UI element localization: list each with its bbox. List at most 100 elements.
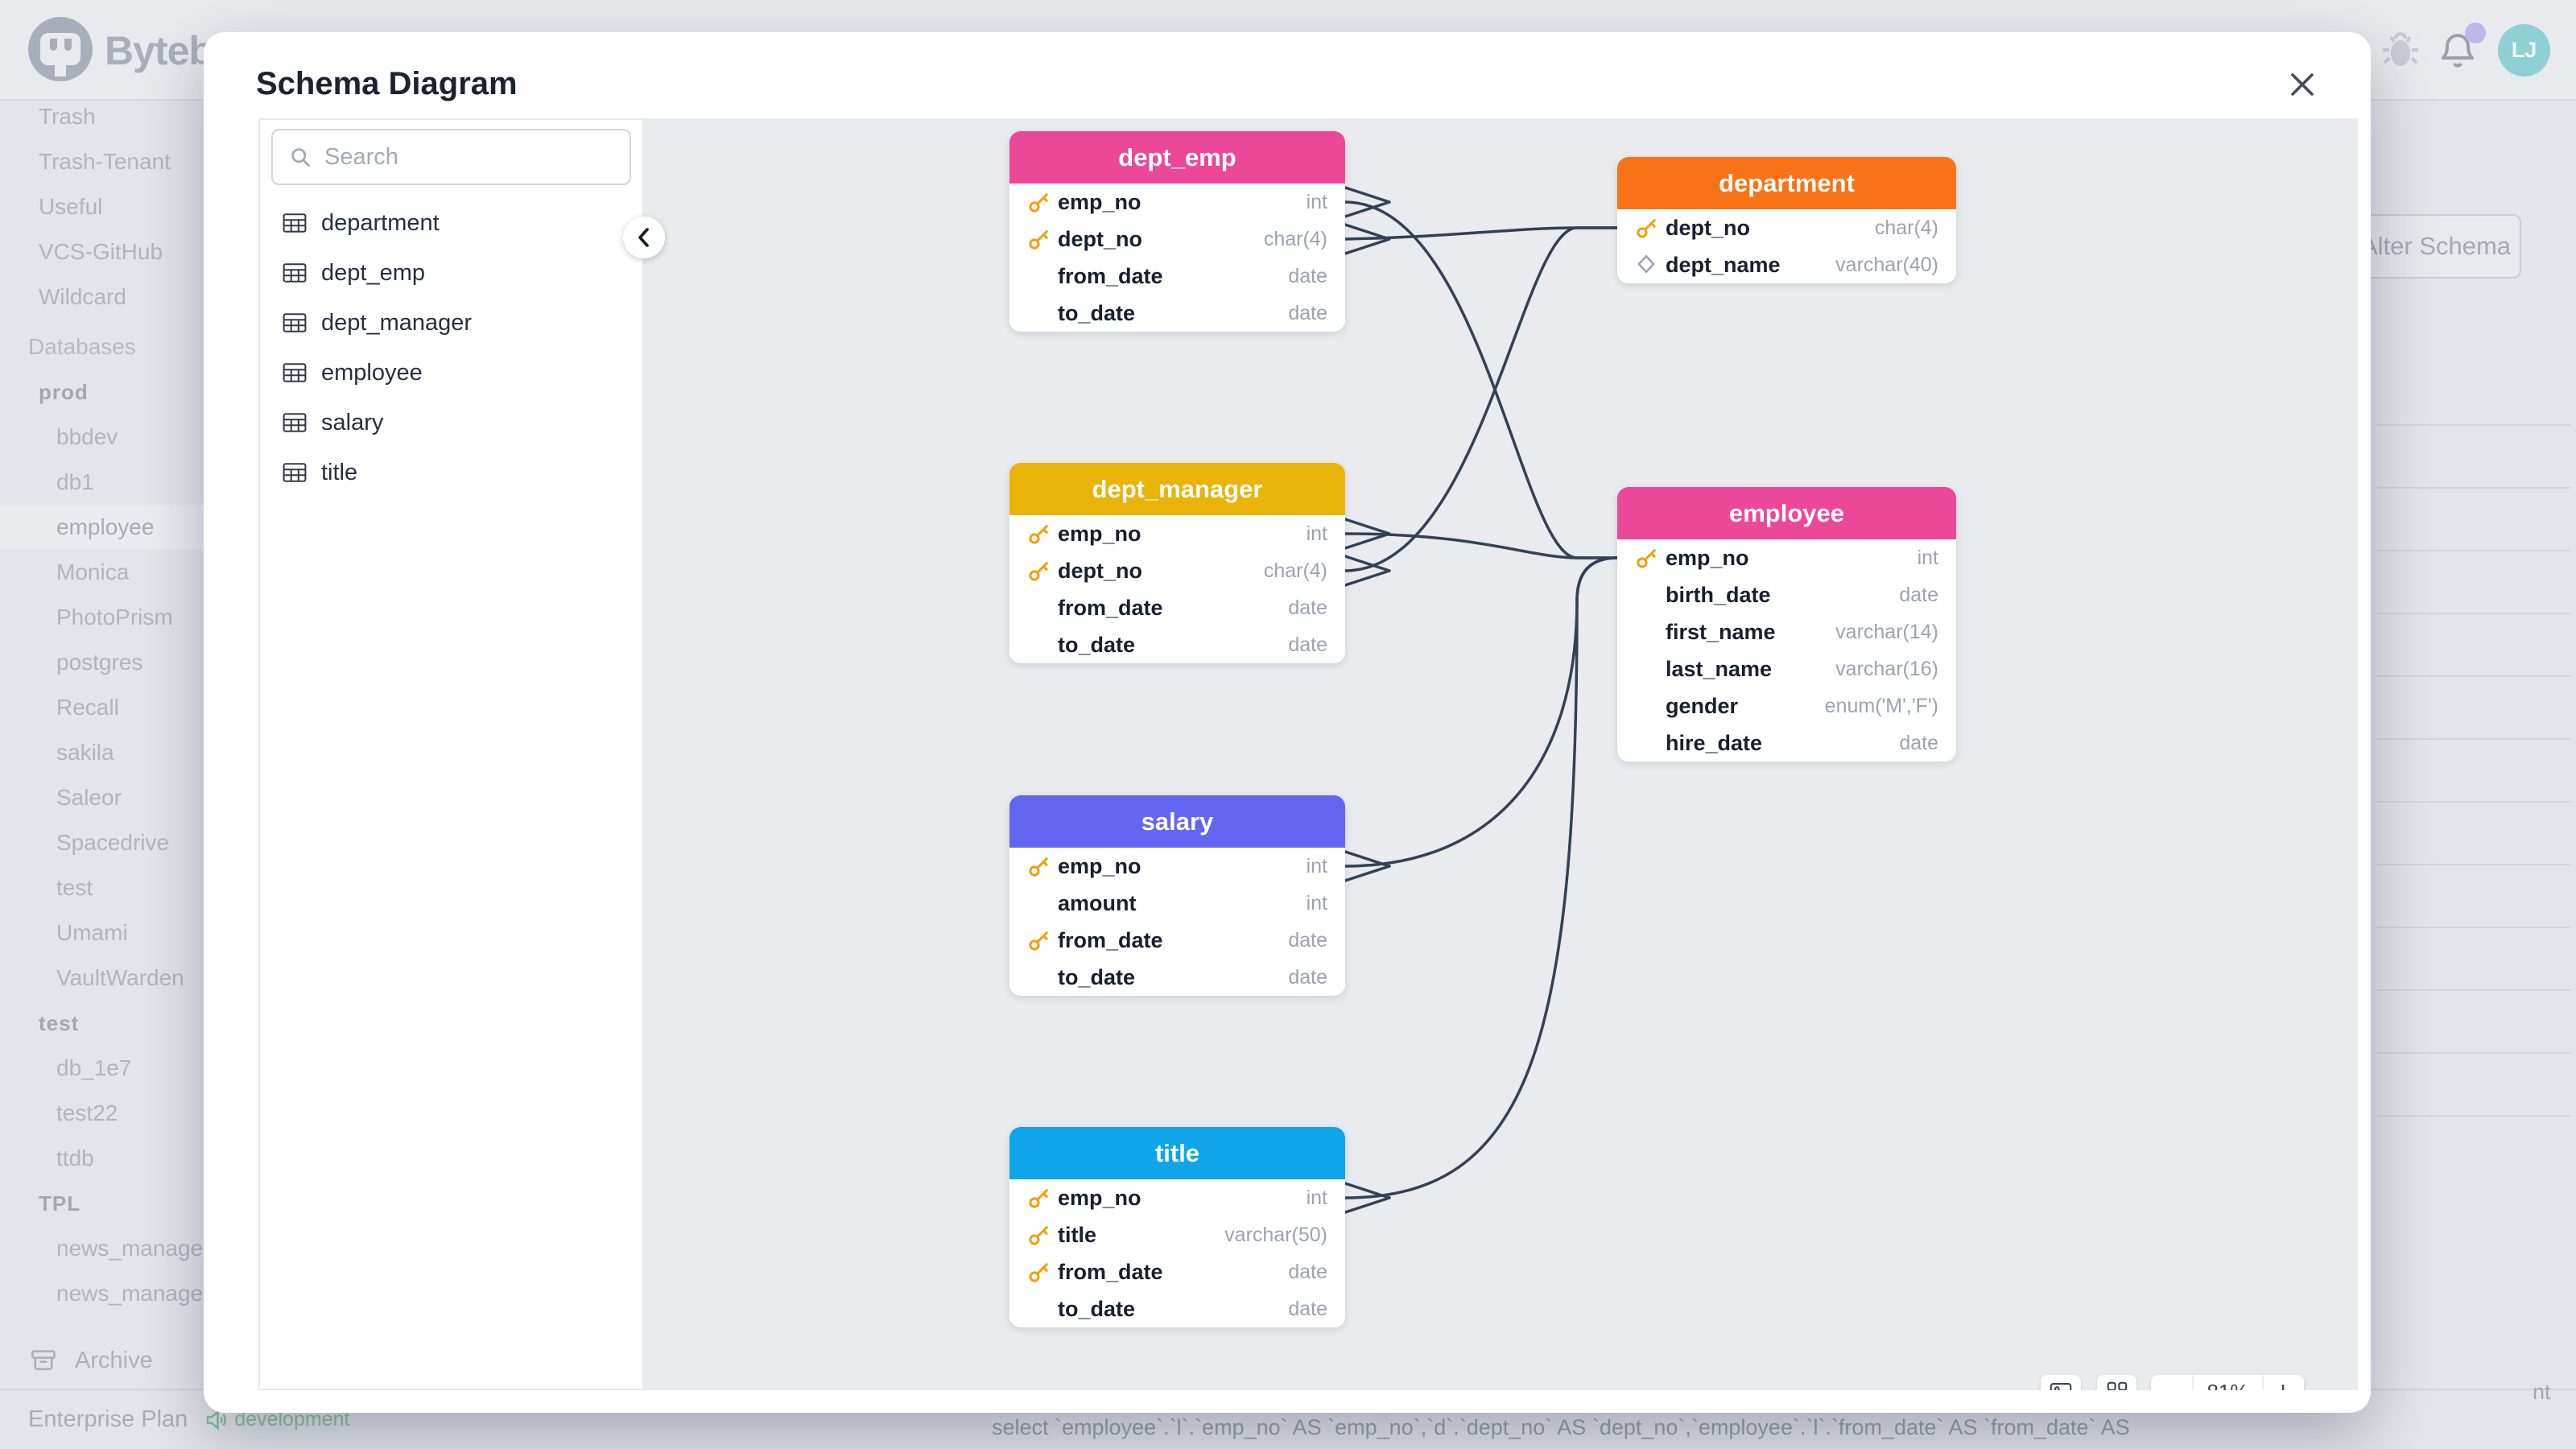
- table-list-item-label: dept_manager: [321, 309, 473, 336]
- background-row-divider: [2376, 613, 2571, 614]
- sidebar-item[interactable]: postgres: [0, 640, 204, 685]
- column-type: enum('M','F'): [1824, 694, 1938, 717]
- sidebar-item[interactable]: Saleor: [0, 775, 204, 820]
- table-list-panel: department dept_emp dept_manager: [258, 118, 644, 1390]
- alter-schema-button[interactable]: Alter Schema: [2351, 214, 2521, 279]
- column-row: from_date date: [1009, 1253, 1345, 1290]
- column-icon: [1027, 264, 1055, 288]
- zoom-control: − 81% +: [2151, 1375, 2304, 1390]
- relation-edge-deptemp-employee: [1344, 186, 1619, 559]
- column-icon: [1027, 301, 1055, 325]
- sidebar-item[interactable]: Trash: [0, 94, 204, 139]
- zoom-in-button[interactable]: +: [2264, 1375, 2302, 1391]
- collapse-panel-button[interactable]: [623, 217, 665, 258]
- sidebar-item[interactable]: Spacedrive: [0, 820, 204, 865]
- sidebar-item[interactable]: db1: [0, 460, 204, 505]
- modal-title: Schema Diagram: [256, 66, 518, 101]
- close-icon[interactable]: [2284, 66, 2321, 103]
- table-grid-icon: [283, 363, 307, 382]
- sidebar-item[interactable]: Umami: [0, 910, 204, 956]
- sidebar-item[interactable]: news_manage: [0, 1271, 204, 1316]
- sidebar-item[interactable]: test22: [0, 1091, 204, 1136]
- sidebar-item[interactable]: news_manage: [0, 1226, 204, 1271]
- column-type: int: [1306, 1186, 1327, 1209]
- table-header[interactable]: salary: [1009, 795, 1345, 848]
- image-icon: [2050, 1383, 2072, 1390]
- diagram-table-title[interactable]: title emp_no int title: [1009, 1127, 1345, 1327]
- sidebar-item[interactable]: db_1e7: [0, 1046, 204, 1091]
- export-image-button[interactable]: [2041, 1375, 2081, 1390]
- sidebar-item[interactable]: VCS-GitHub: [0, 229, 204, 275]
- bug-report-icon[interactable]: [2381, 31, 2420, 72]
- diagram-table-dept-emp[interactable]: dept_emp emp_no int dept_no: [1009, 131, 1345, 332]
- background-row-divider: [2376, 487, 2571, 489]
- search-box[interactable]: [271, 129, 631, 185]
- sidebar-item-archive[interactable]: Archive: [0, 1340, 204, 1381]
- diagram-table-dept-manager[interactable]: dept_manager emp_no int dept_no: [1009, 463, 1345, 663]
- column-row: dept_no char(4): [1009, 552, 1345, 589]
- table-header[interactable]: dept_manager: [1009, 463, 1345, 515]
- sidebar-item[interactable]: Wildcard: [0, 275, 204, 320]
- sidebar-item[interactable]: bbdev: [0, 415, 204, 460]
- column-type: date: [1288, 264, 1327, 287]
- sidebar-item[interactable]: Databases: [0, 324, 204, 369]
- sidebar-item[interactable]: ttdb: [0, 1136, 204, 1181]
- sidebar-item[interactable]: TPL: [0, 1181, 204, 1226]
- table-header[interactable]: employee: [1617, 487, 1956, 539]
- sidebar-item[interactable]: test: [0, 865, 204, 910]
- megaphone-icon: [207, 1409, 227, 1430]
- search-input[interactable]: [324, 143, 598, 171]
- table-list-item[interactable]: employee: [260, 348, 642, 398]
- column-name: from_date: [1058, 595, 1163, 620]
- column-type: int: [1306, 522, 1327, 545]
- column-type: varchar(50): [1224, 1223, 1327, 1246]
- sidebar-item-label: VCS-GitHub: [39, 239, 163, 264]
- table-header[interactable]: department: [1617, 157, 1956, 209]
- column-name: gender: [1666, 693, 1739, 718]
- column-name: dept_no: [1058, 226, 1142, 251]
- primary-key-icon: [1029, 1189, 1048, 1208]
- notification-bell-icon[interactable]: [2438, 31, 2478, 72]
- diagram-table-salary[interactable]: salary emp_no int amount: [1009, 795, 1345, 996]
- column-name: from_date: [1058, 263, 1163, 288]
- column-icon: [1027, 1260, 1055, 1284]
- column-type: date: [1288, 1297, 1327, 1320]
- sidebar-item[interactable]: test: [0, 1001, 204, 1046]
- table-grid-icon: [283, 213, 307, 233]
- sidebar-item-label: db1: [56, 469, 94, 494]
- table-list-item[interactable]: title: [260, 448, 642, 497]
- sidebar-item[interactable]: sakila: [0, 730, 204, 775]
- sidebar-item[interactable]: VaultWarden: [0, 956, 204, 1001]
- sidebar-item[interactable]: Monica: [0, 550, 204, 595]
- column-type: char(4): [1263, 227, 1327, 250]
- sidebar-item[interactable]: employee: [0, 505, 204, 550]
- background-row-divider: [2376, 927, 2571, 928]
- auto-layout-button[interactable]: [2097, 1375, 2136, 1390]
- zoom-out-button[interactable]: −: [2151, 1375, 2192, 1391]
- avatar[interactable]: LJ: [2498, 24, 2550, 76]
- table-list-item[interactable]: department: [260, 198, 642, 248]
- sidebar-item-label: employee: [56, 514, 155, 539]
- sidebar-item[interactable]: PhotoPrism: [0, 595, 204, 640]
- table-list-item[interactable]: dept_emp: [260, 248, 642, 298]
- column-row: to_date date: [1009, 626, 1345, 663]
- table-list-item[interactable]: salary: [260, 398, 642, 448]
- diagram-table-employee[interactable]: employee emp_no int birth_date: [1617, 487, 1956, 762]
- diagram-table-department[interactable]: department dept_no char(4) dept_n: [1617, 157, 1956, 283]
- table-header[interactable]: title: [1009, 1127, 1345, 1179]
- sidebar-item[interactable]: Useful: [0, 184, 204, 229]
- column-name: emp_no: [1058, 189, 1141, 214]
- table-list-item-label: employee: [321, 359, 423, 386]
- column-name: hire_date: [1666, 730, 1763, 755]
- sidebar-item-label: Spacedrive: [56, 830, 170, 855]
- diagram-canvas[interactable]: dept_emp emp_no int dept_no: [644, 118, 2358, 1390]
- column-row: to_date date: [1009, 1290, 1345, 1327]
- plan-label[interactable]: Enterprise Plan: [28, 1406, 188, 1432]
- sidebar-item[interactable]: Trash-Tenant: [0, 139, 204, 184]
- column-icon: [1027, 928, 1055, 952]
- sidebar-item[interactable]: prod: [0, 369, 204, 415]
- sidebar-item[interactable]: Recall: [0, 685, 204, 730]
- table-list-item[interactable]: dept_manager: [260, 298, 642, 348]
- table-header[interactable]: dept_emp: [1009, 131, 1345, 184]
- column-row: first_name varchar(14): [1617, 613, 1956, 650]
